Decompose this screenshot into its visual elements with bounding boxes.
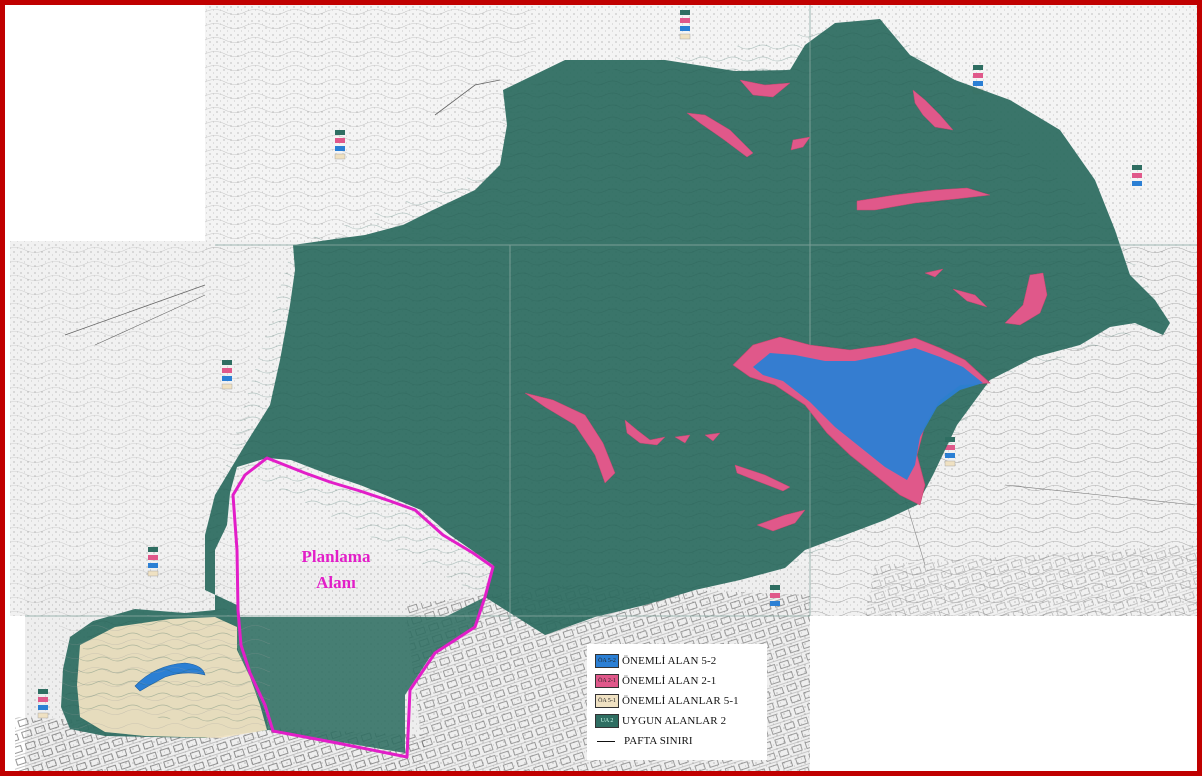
- legend-swatch: ÖA 2-1: [595, 674, 619, 688]
- important-area-2-1-polygons: [524, 79, 1048, 532]
- sheet-legend-marks: [37, 10, 1142, 719]
- planning-area-label-line2: Alanı: [316, 573, 356, 592]
- important-area-5-2-polygon: [753, 348, 983, 480]
- legend-swatch: ÖA 5-2: [595, 654, 619, 668]
- sheet-boundary-line-icon: [595, 735, 617, 747]
- planning-area-boundary: [231, 456, 495, 759]
- legend-label: ÖNEMLİ ALANLAR 5-1: [622, 695, 739, 707]
- legend-item-sheet-boundary: PAFTA SINIRI: [595, 731, 759, 751]
- geology-map: Planlama Alanı: [10, 5, 1197, 771]
- legend-item-important-area-5-2: ÖA 5-2 ÖNEMLİ ALAN 5-2: [595, 651, 759, 671]
- sheet-boundaries: [25, 5, 1197, 625]
- legend-label: ÖNEMLİ ALAN 5-2: [622, 655, 717, 667]
- legend-swatch: ÖA 5-1: [595, 694, 619, 708]
- legend-label: UYGUN ALANLAR 2: [622, 715, 727, 727]
- legend-swatch: UA 2: [595, 714, 619, 728]
- legend-label: PAFTA SINIRI: [624, 735, 693, 747]
- legend-item-suitable-areas-2: UA 2 UYGUN ALANLAR 2: [595, 711, 759, 731]
- legend-label: ÖNEMLİ ALAN 2-1: [622, 675, 717, 687]
- legend-item-important-areas-5-1: ÖA 5-1 ÖNEMLİ ALANLAR 5-1: [595, 691, 759, 711]
- legend-item-important-area-2-1: ÖA 2-1 ÖNEMLİ ALAN 2-1: [595, 671, 759, 691]
- planning-area-label-line1: Planlama: [302, 547, 371, 566]
- map-legend: ÖA 5-2 ÖNEMLİ ALAN 5-2 ÖA 2-1 ÖNEMLİ ALA…: [587, 644, 767, 760]
